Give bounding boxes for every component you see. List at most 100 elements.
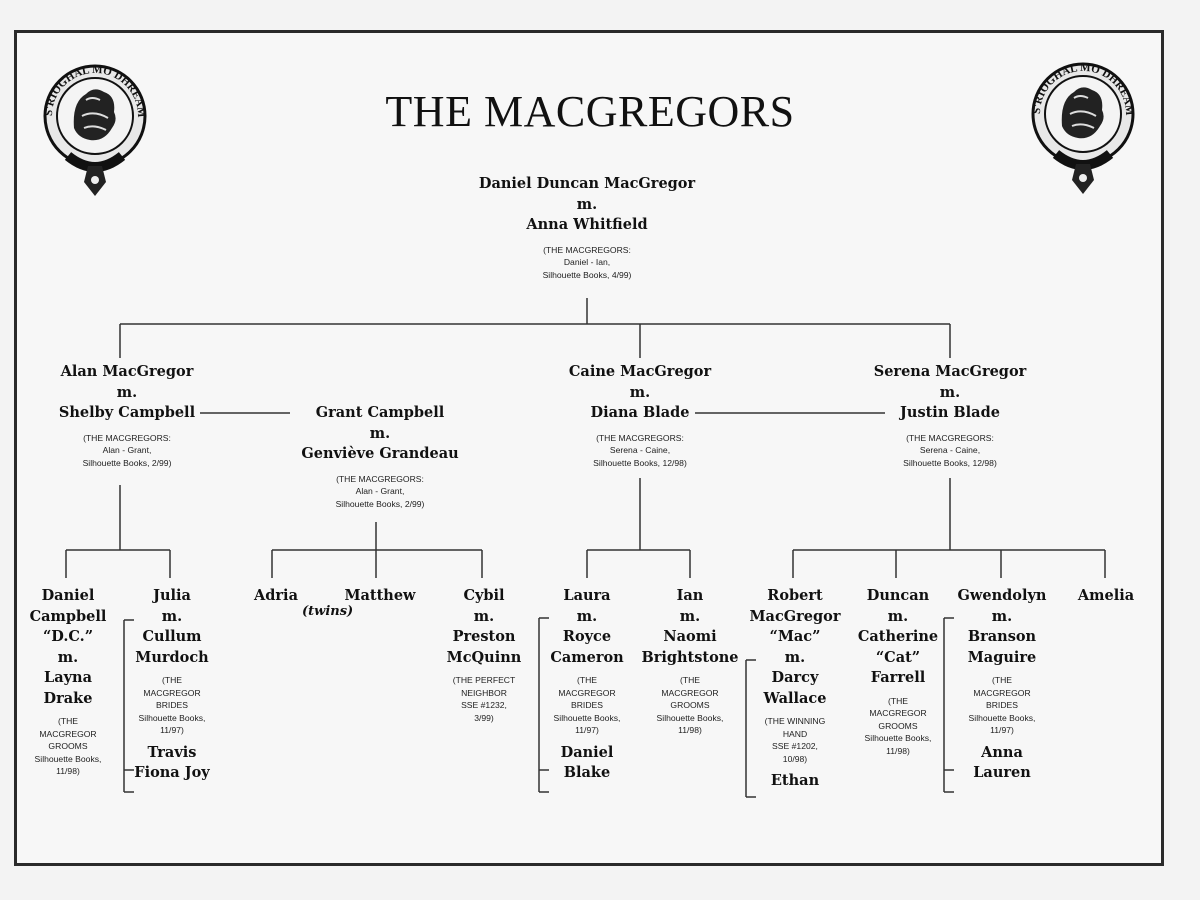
source-line: 11/98): [678, 725, 702, 735]
source-line: Silhouette Books, 12/98): [593, 457, 687, 468]
source-line: MACGREGOR: [661, 687, 719, 698]
source-line: Silhouette Books,: [656, 712, 724, 723]
source-line: Silhouette Books, 2/99): [82, 457, 172, 468]
married-marker: m.: [629, 383, 651, 401]
name-line: Catherine: [857, 628, 939, 645]
source-line: Silhouette Books,: [553, 712, 621, 723]
page-frame: [14, 30, 1164, 866]
source-line: 10/98): [782, 753, 808, 764]
name-line: Robert: [767, 587, 823, 604]
node-dc-layna: Daniel Campbell “D.C.” m. Layna Drake (T…: [30, 586, 107, 778]
node-cybil-preston: Cybil m. Preston McQuinn (THE PERFECT NE…: [447, 586, 522, 724]
married-marker: m.: [369, 424, 391, 442]
node-daniel-anna: Daniel Duncan MacGregor m. Anna Whitfiel…: [479, 174, 695, 281]
source-line: MACGREGOR: [869, 708, 927, 718]
source-line: (THE WINNING: [764, 716, 826, 726]
source-line: Silhouette Books, 4/99): [542, 269, 632, 280]
name-line: Julia: [153, 587, 191, 604]
name-line: Layna: [44, 669, 92, 686]
source-line: (THE MACGREGORS:: [596, 432, 684, 443]
source-line: GROOMS: [48, 741, 88, 751]
source-line: GROOMS: [878, 720, 918, 731]
node-duncan-catherine: Duncan m. Catherine “Cat” Farrell (THE M…: [858, 586, 938, 757]
name-line: Murdoch: [135, 648, 209, 666]
source-line: 11/97): [990, 725, 1014, 735]
source-line: Silhouette Books,: [34, 753, 102, 764]
node-laura-royce: Laura m. Royce Cameron (THE MACGREGOR BR…: [550, 586, 623, 784]
married-marker: m.: [939, 383, 961, 401]
name-line: Campbell: [29, 607, 107, 625]
name-line: Royce: [562, 628, 612, 645]
child-name: Fiona Joy: [134, 764, 210, 781]
source-line: (THE: [57, 716, 79, 726]
child-name: Blake: [563, 764, 611, 781]
source-line: HAND: [782, 728, 808, 739]
clan-crest-left-icon: S'RIOGHAL MO DHREAM: [43, 64, 147, 196]
name-line: Farrell: [870, 669, 926, 686]
source-line: 11/98): [56, 766, 80, 776]
source-line: BRIDES: [155, 700, 188, 710]
node-alan-shelby: Alan MacGregor m. Shelby Campbell (THE M…: [59, 362, 195, 469]
married-marker: m.: [679, 607, 701, 625]
source-line: MACGREGOR: [39, 728, 97, 739]
twins-label: (twins): [302, 604, 354, 619]
source-line: (THE: [576, 675, 598, 685]
source-line: SSE #1202,: [772, 741, 818, 751]
name-line: Darcy: [771, 669, 819, 686]
name-line: Grant Campbell: [315, 404, 445, 421]
source-line: MACGREGOR: [558, 687, 616, 698]
source-line: Silhouette Books,: [864, 733, 932, 743]
source-line: GROOMS: [670, 700, 710, 710]
name-line: Preston: [452, 628, 516, 645]
name-line: Gwendolyn: [957, 587, 1047, 604]
name-line: Amelia: [1077, 587, 1135, 604]
child-name: Lauren: [973, 764, 1031, 781]
source-line: Alan - Grant,: [355, 486, 405, 496]
name-line: Matthew: [344, 587, 416, 604]
married-marker: m.: [161, 607, 183, 625]
source-line: (THE MACGREGORS:: [906, 432, 994, 443]
nickname: “Cat”: [875, 648, 921, 666]
clan-crest-right-icon: S'RIOGHAL MO DHREAM: [1031, 62, 1135, 194]
married-marker: m.: [887, 607, 909, 625]
source-line: Silhouette Books,: [968, 712, 1036, 723]
name-line: Cybil: [463, 587, 505, 604]
name-line: Justin Blade: [900, 404, 1000, 421]
nickname: “Mac”: [769, 628, 821, 645]
node-adria: Adria: [254, 586, 298, 607]
node-gwendolyn-branson: Gwendolyn m. Branson Maguire (THE MACGRE…: [958, 586, 1047, 784]
name-line: Genviève Grandeau: [301, 445, 459, 462]
married-marker: m.: [116, 383, 138, 401]
source-line: 3/99): [474, 712, 494, 723]
node-ian-naomi: Ian m. Naomi Brightstone (THE MACGREGOR …: [641, 586, 738, 737]
node-serena-justin: Serena MacGregor m. Justin Blade (THE MA…: [874, 362, 1027, 469]
source-line: Alan - Grant,: [102, 445, 152, 455]
source-line: BRIDES: [985, 700, 1018, 710]
source-line: Silhouette Books, 2/99): [335, 498, 425, 509]
child-name: Anna: [981, 743, 1023, 761]
child-name: Ethan: [770, 772, 820, 789]
name-line: Naomi: [663, 628, 717, 645]
name-line: Duncan: [866, 587, 930, 604]
married-marker: m.: [576, 607, 598, 625]
name-line: Laura: [563, 587, 611, 604]
source-line: SSE #1232,: [461, 700, 507, 710]
name-line: Cullum: [142, 628, 202, 645]
source-line: MACGREGOR: [973, 687, 1031, 698]
source-line: MACGREGOR: [143, 687, 201, 698]
chart-title: THE MACGREGORS: [385, 87, 795, 136]
child-name: Travis: [147, 743, 197, 761]
name-line: Shelby Campbell: [58, 404, 196, 421]
name-line: Adria: [254, 587, 298, 604]
node-amelia: Amelia: [1078, 586, 1134, 607]
source-line: (THE PERFECT: [452, 675, 516, 685]
node-caine-diana: Caine MacGregor m. Diana Blade (THE MACG…: [569, 362, 711, 469]
name-line: Cameron: [550, 648, 624, 666]
source-line: 11/98): [886, 745, 910, 756]
source-line: 11/97): [575, 725, 599, 735]
name-line: Diana Blade: [590, 404, 690, 421]
node-grant-genvieve: Grant Campbell m. Genviève Grandeau (THE…: [301, 403, 458, 510]
married-marker: m.: [57, 648, 79, 666]
nickname: “D.C.”: [42, 628, 94, 645]
